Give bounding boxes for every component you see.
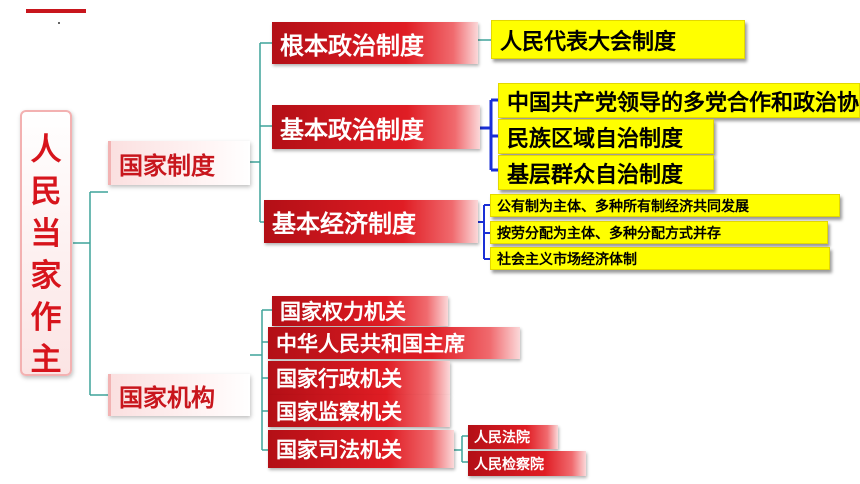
branch-state-system: 国家制度 <box>108 141 250 185</box>
root-char: 主 <box>30 342 62 378</box>
organ-state-power: 国家权力机关 <box>272 296 448 326</box>
item-npc-system: 人民代表大会制度 <box>491 20 745 59</box>
root-char: 家 <box>30 258 62 294</box>
organ-label: 国家行政机关 <box>276 367 402 391</box>
item-public-ownership: 公有制为主体、多种所有制经济共同发展 <box>490 194 840 217</box>
root-char: 当 <box>30 216 62 252</box>
item-text: 人民代表大会制度 <box>500 29 677 55</box>
node-label: 根本政治制度 <box>280 31 424 60</box>
node-basic-political-system: 基本政治制度 <box>272 105 480 149</box>
organ-judicial: 国家司法机关 <box>268 430 454 468</box>
item-text: 社会主义市场经济体制 <box>497 251 637 268</box>
judicial-people-procuratorate: 人民检察院 <box>468 451 586 476</box>
item-text: 民族区域自治制度 <box>507 126 684 152</box>
branch-label: 国家制度 <box>119 151 215 180</box>
root-char: 人 <box>30 132 62 168</box>
item-ethnic-regional-autonomy: 民族区域自治制度 <box>498 119 714 154</box>
node-label: 基本经济制度 <box>272 210 416 238</box>
node-basic-economic-system: 基本经济制度 <box>264 200 478 243</box>
judicial-people-court: 人民法院 <box>468 425 558 449</box>
organ-supervisory: 国家监察机关 <box>268 395 450 427</box>
judicial-label: 人民检察院 <box>474 456 544 473</box>
organ-state-president: 中华人民共和国主席 <box>268 327 520 359</box>
organ-label: 中华人民共和国主席 <box>276 332 465 356</box>
item-distribution-by-work: 按劳分配为主体、多种分配方式并存 <box>490 221 828 244</box>
item-text: 按劳分配为主体、多种分配方式并存 <box>497 225 721 242</box>
item-text: 中国共产党领导的多党合作和政治协商制度 <box>507 90 860 116</box>
organ-label: 国家权力机关 <box>280 300 406 324</box>
decorative-dot <box>58 22 60 24</box>
branch-label: 国家机构 <box>119 383 215 412</box>
root-node-people-as-masters: 人 民 当 家 作 主 <box>20 110 72 378</box>
organ-label: 国家监察机关 <box>276 400 402 424</box>
root-char: 民 <box>30 174 62 210</box>
node-label: 基本政治制度 <box>280 115 424 144</box>
title-accent-bar <box>26 9 86 13</box>
organ-administrative: 国家行政机关 <box>268 361 450 395</box>
branch-state-organs: 国家机构 <box>108 374 250 416</box>
item-text: 公有制为主体、多种所有制经济共同发展 <box>497 198 749 215</box>
item-multiparty-cooperation: 中国共产党领导的多党合作和政治协商制度 <box>498 83 860 118</box>
item-text: 基层群众自治制度 <box>507 162 684 188</box>
node-fundamental-political-system: 根本政治制度 <box>272 22 478 64</box>
judicial-label: 人民法院 <box>474 430 530 446</box>
root-char: 作 <box>30 300 62 336</box>
item-grassroots-self-governance: 基层群众自治制度 <box>498 155 714 190</box>
organ-label: 国家司法机关 <box>276 438 402 462</box>
item-socialist-market-economy: 社会主义市场经济体制 <box>490 247 830 270</box>
